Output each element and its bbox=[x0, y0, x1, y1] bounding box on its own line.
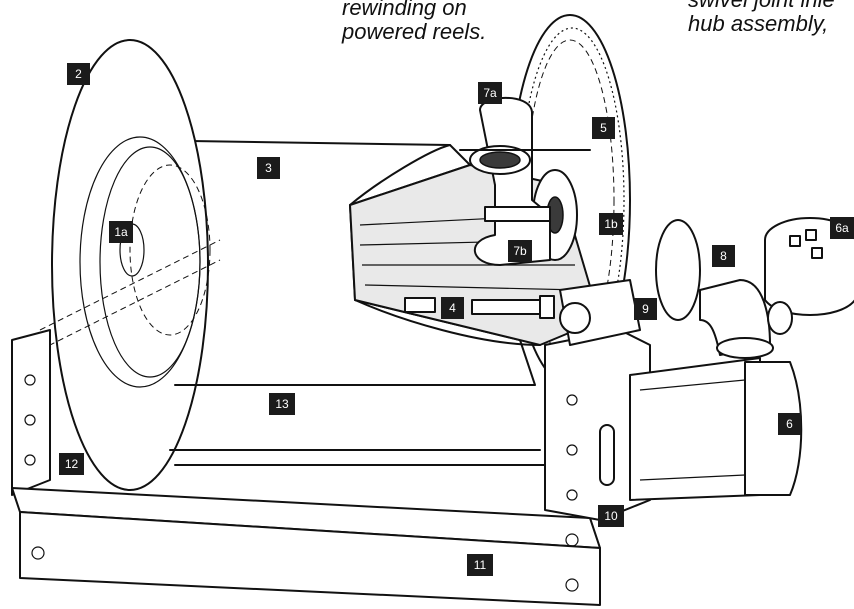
caption-left-line-1: rewinding on bbox=[342, 0, 467, 20]
caption-right: swivel joint inle hub assembly, bbox=[688, 0, 835, 36]
bearing-block bbox=[559, 279, 641, 346]
callout-5: 5 bbox=[592, 117, 615, 139]
callout-13: 13 bbox=[269, 393, 295, 415]
caption-right-line-2: hub assembly, bbox=[688, 11, 829, 36]
callout-10: 10 bbox=[598, 505, 624, 527]
callout-9: 9 bbox=[634, 298, 657, 320]
callout-4: 4 bbox=[441, 297, 464, 319]
callout-7b: 7b bbox=[508, 240, 532, 262]
callout-1b: 1b bbox=[599, 213, 623, 235]
callout-6a: 6a bbox=[830, 217, 854, 239]
callout-7a: 7a bbox=[478, 82, 502, 104]
callout-11: 12 bbox=[59, 453, 84, 475]
callout-8: 8 bbox=[712, 245, 735, 267]
callout-6: 6 bbox=[778, 413, 801, 435]
front-flange bbox=[39, 39, 221, 491]
caption-left: rewinding on powered reels. bbox=[342, 0, 486, 44]
axle-pin bbox=[404, 295, 555, 319]
callout-2: 2 bbox=[67, 63, 90, 85]
base-frame bbox=[11, 329, 601, 606]
callout-12: 11 bbox=[467, 554, 493, 576]
caption-right-line-1: swivel joint inle bbox=[688, 0, 835, 12]
callout-1a: 1a bbox=[109, 221, 133, 243]
drum-lower bbox=[169, 384, 546, 466]
motor bbox=[629, 357, 803, 501]
callout-3: 3 bbox=[257, 157, 280, 179]
swivel-joint bbox=[655, 219, 774, 359]
caption-left-line-2: powered reels. bbox=[342, 19, 487, 44]
